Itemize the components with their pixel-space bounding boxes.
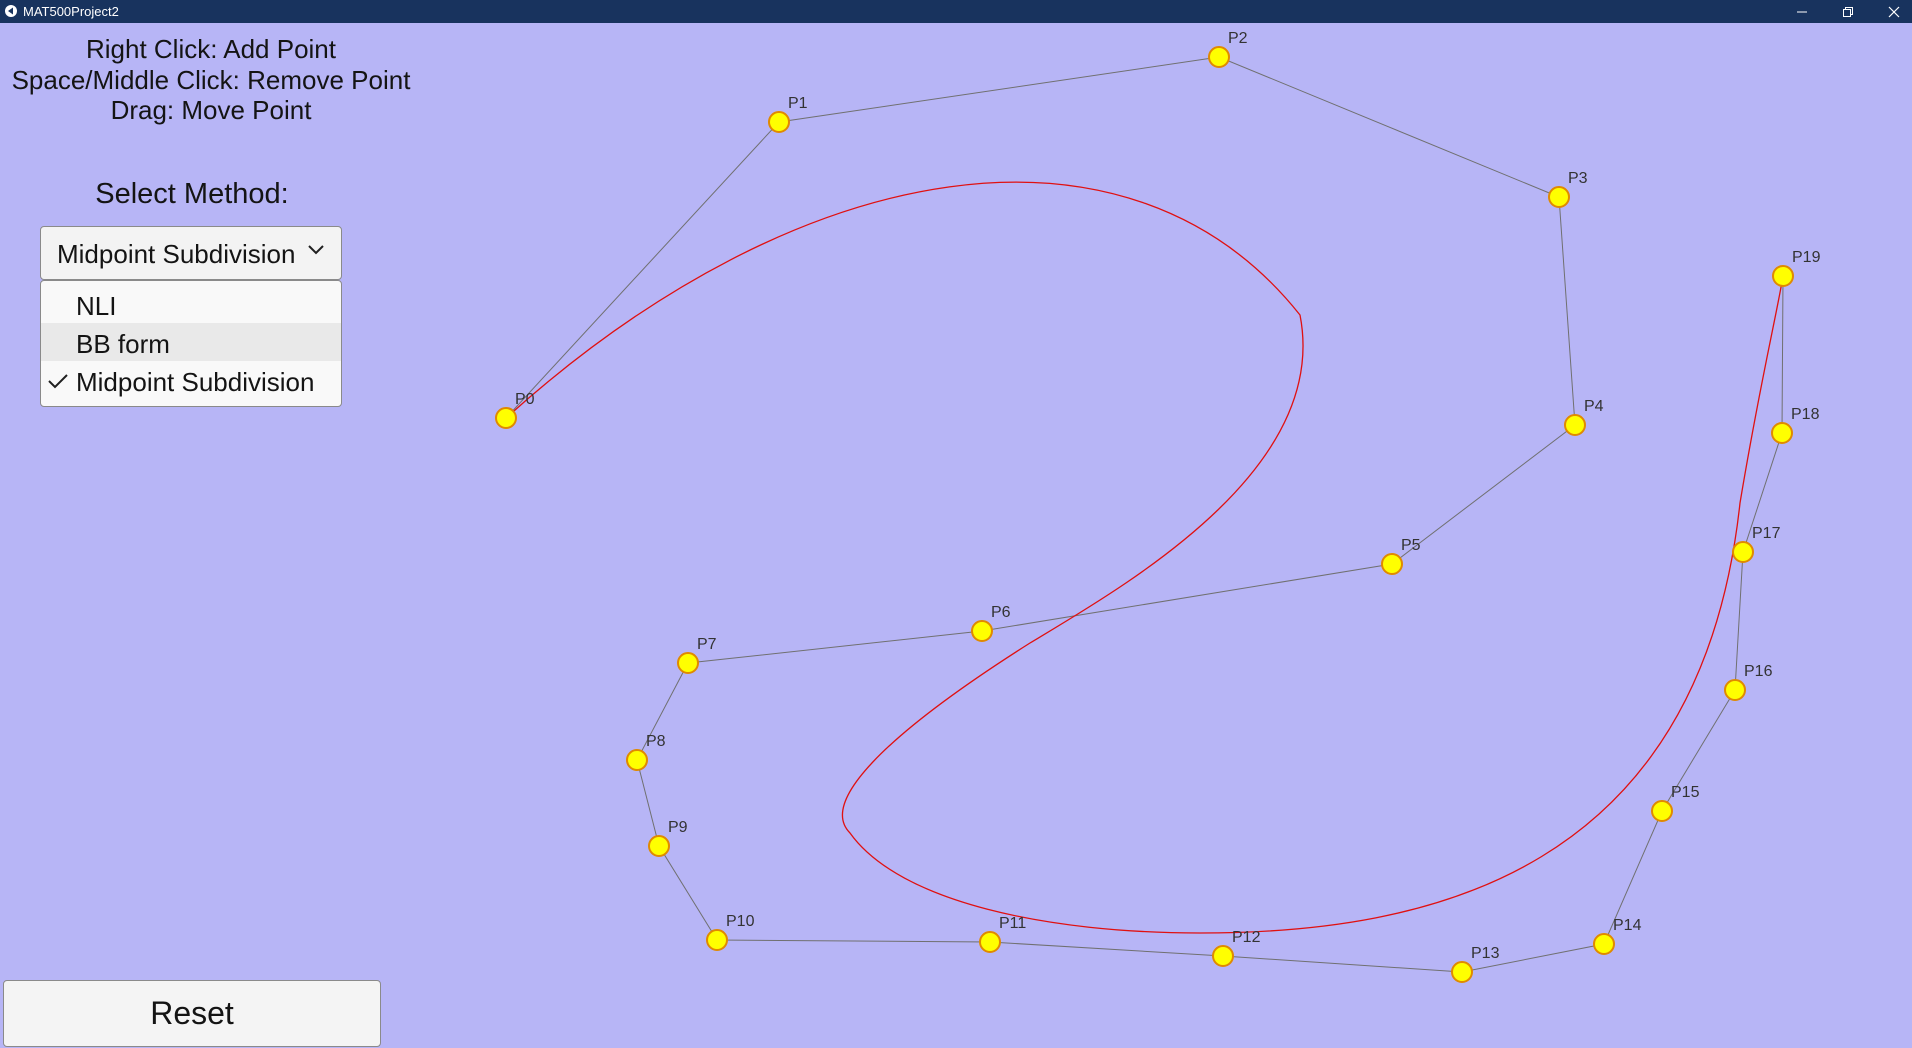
instruction-move-point: Drag: Move Point: [110, 95, 312, 125]
instruction-remove-point: Space/Middle Click: Remove Point: [11, 64, 411, 95]
control-point-marker[interactable]: [1548, 186, 1570, 208]
window-title: MAT500Project2: [23, 4, 119, 19]
restore-button[interactable]: [1826, 0, 1870, 23]
control-point-marker[interactable]: [1451, 961, 1473, 983]
control-point[interactable]: P0: [495, 391, 535, 429]
control-point-label: P11: [999, 915, 1026, 932]
restore-icon: [1843, 7, 1853, 17]
option-bb-form[interactable]: BB form: [41, 323, 341, 361]
control-point[interactable]: P7: [677, 636, 717, 674]
reset-button[interactable]: Reset: [3, 980, 381, 1047]
control-point-marker[interactable]: [495, 407, 517, 429]
method-dropdown-list: NLI BB form Midpoint Subdivision: [40, 280, 342, 407]
instructions: Right Click: Add Point Space/Middle Clic…: [0, 34, 422, 126]
method-select-value: Midpoint Subdivision: [57, 239, 296, 269]
control-point[interactable]: P3: [1548, 170, 1588, 208]
close-icon: [1888, 6, 1900, 18]
control-point[interactable]: P16: [1724, 663, 1773, 701]
control-point-marker[interactable]: [1212, 945, 1234, 967]
control-point[interactable]: P19: [1772, 249, 1821, 287]
control-point-label: P18: [1791, 406, 1820, 423]
control-point-label: P17: [1752, 525, 1781, 542]
control-point-label: P5: [1401, 537, 1421, 554]
minimize-icon: [1797, 11, 1807, 13]
control-point[interactable]: P9: [648, 819, 688, 857]
control-point-label: P13: [1471, 945, 1500, 962]
control-point-label: P16: [1744, 663, 1773, 680]
control-point[interactable]: P1: [768, 95, 808, 133]
option-midpoint-subdivision[interactable]: Midpoint Subdivision: [41, 361, 341, 399]
control-point-label: P4: [1584, 398, 1604, 415]
control-polygon: [505, 56, 1784, 973]
control-point-label: P2: [1228, 30, 1248, 47]
control-point-label: P12: [1232, 929, 1261, 946]
control-point[interactable]: P5: [1381, 537, 1421, 575]
instruction-add-point: Right Click: Add Point: [85, 34, 336, 64]
control-point-marker[interactable]: [768, 111, 790, 133]
control-point[interactable]: P13: [1451, 945, 1500, 983]
control-point-marker[interactable]: [979, 931, 1001, 953]
control-point-marker[interactable]: [1732, 541, 1754, 563]
control-point-marker[interactable]: [1381, 553, 1403, 575]
control-point-label: P0: [515, 391, 535, 408]
checkmark-icon: [48, 374, 68, 389]
control-point-label: P9: [668, 819, 688, 836]
select-method-label: Select Method:: [95, 178, 289, 210]
control-point-label: P19: [1792, 249, 1821, 266]
control-point-marker[interactable]: [1724, 679, 1746, 701]
control-point-marker[interactable]: [1208, 46, 1230, 68]
control-point-label: P3: [1568, 170, 1588, 187]
control-point-marker[interactable]: [971, 620, 993, 642]
control-point-marker[interactable]: [626, 749, 648, 771]
method-select[interactable]: Midpoint Subdivision: [40, 226, 342, 280]
control-point[interactable]: P4: [1564, 398, 1604, 436]
control-point-label: P15: [1671, 784, 1700, 801]
control-point-marker[interactable]: [1772, 265, 1794, 287]
control-point[interactable]: P2: [1208, 30, 1248, 68]
control-point[interactable]: P11: [979, 915, 1026, 953]
control-point-marker[interactable]: [1564, 414, 1586, 436]
option-nli[interactable]: NLI: [41, 285, 341, 323]
control-point-marker[interactable]: [1651, 800, 1673, 822]
control-point-marker[interactable]: [1771, 422, 1793, 444]
control-point[interactable]: P8: [626, 733, 666, 771]
option-label: Midpoint Subdivision: [76, 367, 315, 397]
control-point[interactable]: P18: [1771, 406, 1820, 444]
minimize-button[interactable]: [1780, 0, 1824, 23]
bezier-curve: [505, 181, 1784, 934]
option-label: NLI: [76, 291, 117, 321]
control-point-marker[interactable]: [677, 652, 699, 674]
control-point[interactable]: P12: [1212, 929, 1261, 967]
control-point-marker[interactable]: [1593, 933, 1615, 955]
control-point[interactable]: P10: [706, 913, 755, 951]
chevron-down-icon: [308, 245, 324, 255]
control-point-label: P8: [646, 733, 666, 750]
control-point-label: P14: [1613, 917, 1642, 934]
control-point-marker[interactable]: [648, 835, 670, 857]
control-point-label: P1: [788, 95, 808, 112]
option-label: BB form: [76, 329, 170, 359]
app-icon: [5, 5, 17, 17]
title-bar: MAT500Project2: [0, 0, 1912, 23]
control-point[interactable]: P15: [1651, 784, 1700, 822]
control-point[interactable]: P14: [1593, 917, 1642, 955]
control-point-label: P10: [726, 913, 755, 930]
control-point-label: P6: [991, 604, 1011, 621]
control-point[interactable]: P17: [1732, 525, 1781, 563]
control-point-marker[interactable]: [706, 929, 728, 951]
control-point[interactable]: P6: [971, 604, 1011, 642]
control-point-label: P7: [697, 636, 717, 653]
close-button[interactable]: [1872, 0, 1912, 23]
